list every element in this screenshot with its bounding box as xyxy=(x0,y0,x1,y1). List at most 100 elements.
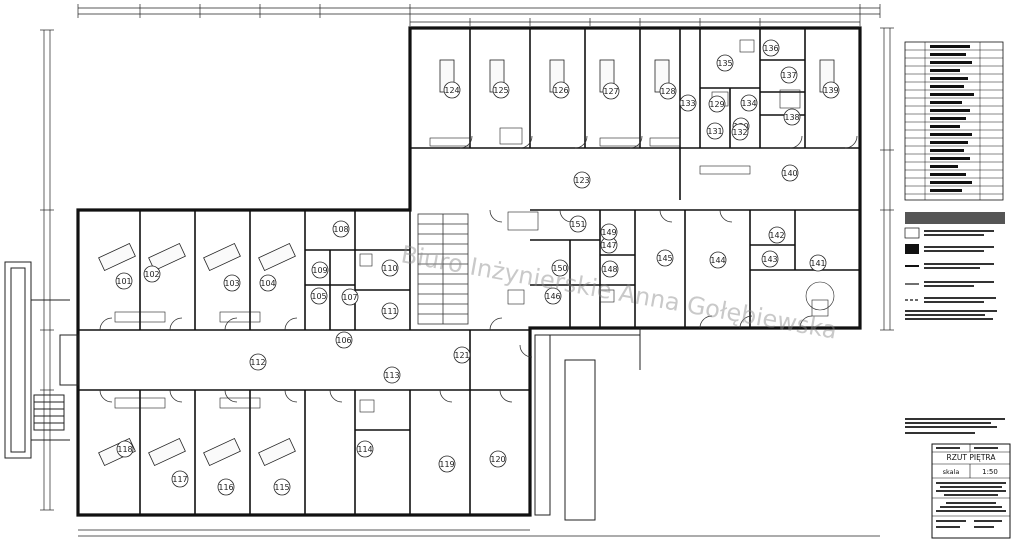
room-number: 149 xyxy=(601,228,616,237)
sheet-title: RZUT PIĘTRA xyxy=(947,453,997,462)
room-number-circle xyxy=(706,122,724,140)
room-number-circle xyxy=(381,259,399,277)
room-labels: 101 102 103 104 105 106 107 108 109 110 111 112 113 1… xyxy=(115,39,840,496)
room-label-151: 151 xyxy=(569,215,587,233)
room-number: 115 xyxy=(274,483,289,492)
room-label-119: 119 xyxy=(438,455,456,473)
room-number: 116 xyxy=(218,483,233,492)
room-number-circle xyxy=(731,123,749,141)
room-label-149: 149 xyxy=(600,223,618,241)
room-number-circle xyxy=(716,54,734,72)
room-label-110: 110 xyxy=(381,259,399,277)
room-number-circle xyxy=(143,265,161,283)
room-number: 107 xyxy=(342,293,357,302)
room-number-circle xyxy=(116,440,134,458)
room-number-circle xyxy=(311,261,329,279)
room-number-circle xyxy=(708,95,726,113)
room-label-102: 102 xyxy=(143,265,161,283)
room-number-circle xyxy=(601,260,619,278)
room-label-101: 101 xyxy=(115,272,133,290)
room-label-128: 128 xyxy=(659,82,677,100)
room-number-circle xyxy=(381,302,399,320)
interior-walls xyxy=(78,28,860,515)
room-number: 105 xyxy=(311,292,326,301)
room-number-circle xyxy=(341,288,359,306)
room-number-circle xyxy=(438,455,456,473)
room-number-circle xyxy=(600,223,618,241)
room-number: 118 xyxy=(117,445,132,454)
room-label-136: 136 xyxy=(762,39,780,57)
room-number-circle xyxy=(761,250,779,268)
room-label-145: 145 xyxy=(656,249,674,267)
room-number: 108 xyxy=(333,225,348,234)
room-number: 136 xyxy=(763,44,778,53)
room-label-113: 113 xyxy=(383,366,401,384)
beds xyxy=(98,59,835,467)
room-number: 144 xyxy=(710,256,725,265)
room-number-circle xyxy=(659,82,677,100)
room-number: 113 xyxy=(384,371,399,380)
room-number-circle xyxy=(443,81,461,99)
scale-value: 1:50 xyxy=(982,468,998,476)
room-number: 112 xyxy=(250,358,265,367)
room-label-106: 106 xyxy=(335,331,353,349)
room-label-114: 114 xyxy=(356,440,374,458)
room-label-115: 115 xyxy=(273,478,291,496)
room-number-circle xyxy=(602,82,620,100)
room-label-134: 134 xyxy=(740,94,758,112)
room-number: 101 xyxy=(116,277,131,286)
room-number: 145 xyxy=(657,254,672,263)
room-label-108: 108 xyxy=(332,220,350,238)
room-number-circle xyxy=(762,39,780,57)
room-number-circle xyxy=(383,366,401,384)
room-label-139: 139 xyxy=(822,81,840,99)
room-number: 133 xyxy=(680,99,695,108)
room-number: 129 xyxy=(709,100,724,109)
room-label-150: 150 xyxy=(551,259,569,277)
room-number: 139 xyxy=(823,86,838,95)
room-number-circle xyxy=(356,440,374,458)
room-number: 102 xyxy=(144,270,159,279)
room-label-124: 124 xyxy=(443,81,461,99)
room-number: 143 xyxy=(762,255,777,264)
room-label-109: 109 xyxy=(311,261,329,279)
room-number-circle xyxy=(115,272,133,290)
room-number: 110 xyxy=(382,264,397,273)
room-number: 132 xyxy=(732,128,747,137)
room-label-118: 118 xyxy=(116,440,134,458)
room-label-131: 131 xyxy=(706,122,724,140)
room-number-circle xyxy=(552,81,570,99)
room-label-121: 121 xyxy=(453,346,471,364)
room-number-circle xyxy=(217,478,235,496)
room-number-circle xyxy=(259,274,277,292)
room-number-circle xyxy=(709,251,727,269)
room-number-circle xyxy=(489,450,507,468)
room-number-circle xyxy=(740,94,758,112)
room-number: 127 xyxy=(603,87,618,96)
room-label-148: 148 xyxy=(601,260,619,278)
room-number: 141 xyxy=(810,259,825,268)
fixtures xyxy=(114,39,835,413)
room-number: 104 xyxy=(260,279,275,288)
room-number: 120 xyxy=(490,455,505,464)
room-label-137: 137 xyxy=(780,66,798,84)
room-label-105: 105 xyxy=(310,287,328,305)
room-label-141: 141 xyxy=(809,254,827,272)
room-number: 128 xyxy=(660,87,675,96)
title-block: RZUT PIĘTRA skala 1:50 xyxy=(931,443,1011,539)
room-number-circle xyxy=(332,220,350,238)
room-number-circle xyxy=(544,287,562,305)
room-label-117: 117 xyxy=(171,470,189,488)
room-label-126: 126 xyxy=(552,81,570,99)
room-number: 148 xyxy=(602,265,617,274)
room-label-132: 132 xyxy=(731,123,749,141)
room-number: 151 xyxy=(570,220,585,229)
room-number: 140 xyxy=(782,169,797,178)
staircase xyxy=(417,213,469,325)
room-number: 111 xyxy=(382,307,397,316)
room-number: 103 xyxy=(224,279,239,288)
room-number-circle xyxy=(656,249,674,267)
room-number: 109 xyxy=(312,266,327,275)
outer-walls xyxy=(76,26,862,517)
